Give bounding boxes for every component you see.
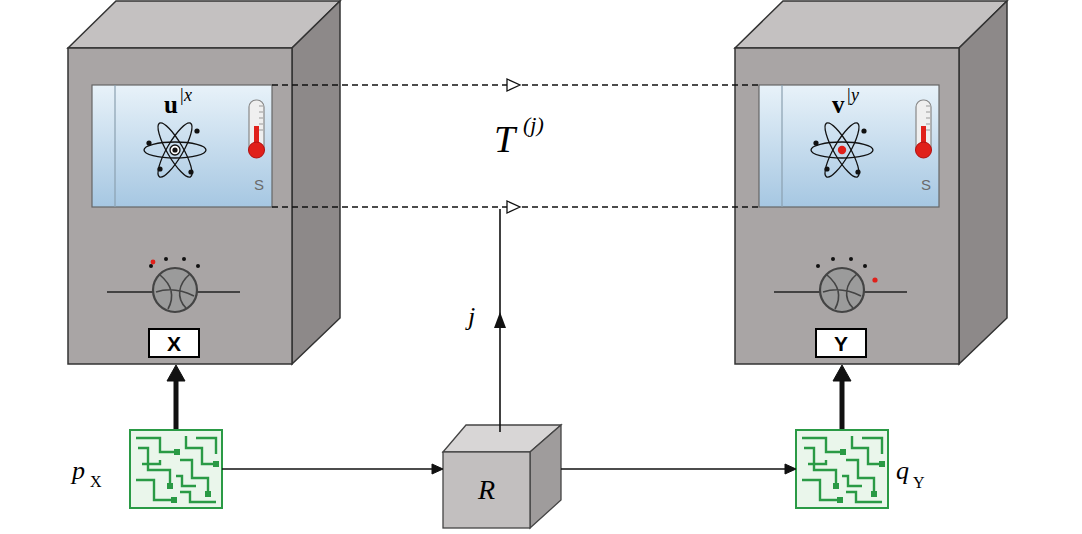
arrow-head [167,365,185,381]
transform-symbol: T [494,120,515,158]
dial-setting [872,277,877,282]
connector-line [174,379,179,429]
arrow-head [833,365,851,381]
nucleus [172,147,177,152]
circuit-board: p⃗X [130,430,222,508]
cube-front [443,452,530,528]
connector-line [561,468,787,470]
node-text: Y [834,333,848,354]
randomness-cube: R [443,452,530,528]
nucleus [838,146,846,154]
connector-line [222,468,434,470]
node-text: S [254,177,264,192]
arrow-head [507,79,520,91]
node-text: X [90,474,102,490]
circuit-board [796,430,888,508]
nucleus-ring [170,145,180,155]
cube-side [530,425,561,528]
device-box: v|yS Y [735,48,959,364]
dashed-connector [272,201,758,213]
arrow-head [432,464,443,474]
transform-index: (j) [523,114,544,136]
arrow-connector [167,365,185,429]
arrow-connector [561,464,796,474]
node-text: |y [846,86,859,104]
node-text: u [164,92,178,117]
arrow-head [507,201,520,213]
arrow-head [494,312,506,328]
right-device-body [735,1,1007,364]
node-text: v [832,92,845,117]
node-text: R [478,476,495,504]
dashed-connector [272,79,758,91]
node-text: |x [179,86,192,104]
dial-setting [151,260,156,265]
left-device-body [68,1,340,364]
arrow-connector [833,365,851,429]
device-box: u|xS X [68,48,292,364]
index-label: j [468,304,475,330]
node-text: Y [913,475,925,491]
setting-tag: X [148,328,200,358]
circuit-board [130,430,222,508]
node-text: X [167,333,181,354]
arrow-head [785,464,796,474]
node-text: S [921,177,931,192]
circuit-board: q⃗Y [796,430,888,508]
connector-line [840,379,845,429]
setting-tag: Y [815,328,867,358]
arrow-connector [222,464,443,474]
